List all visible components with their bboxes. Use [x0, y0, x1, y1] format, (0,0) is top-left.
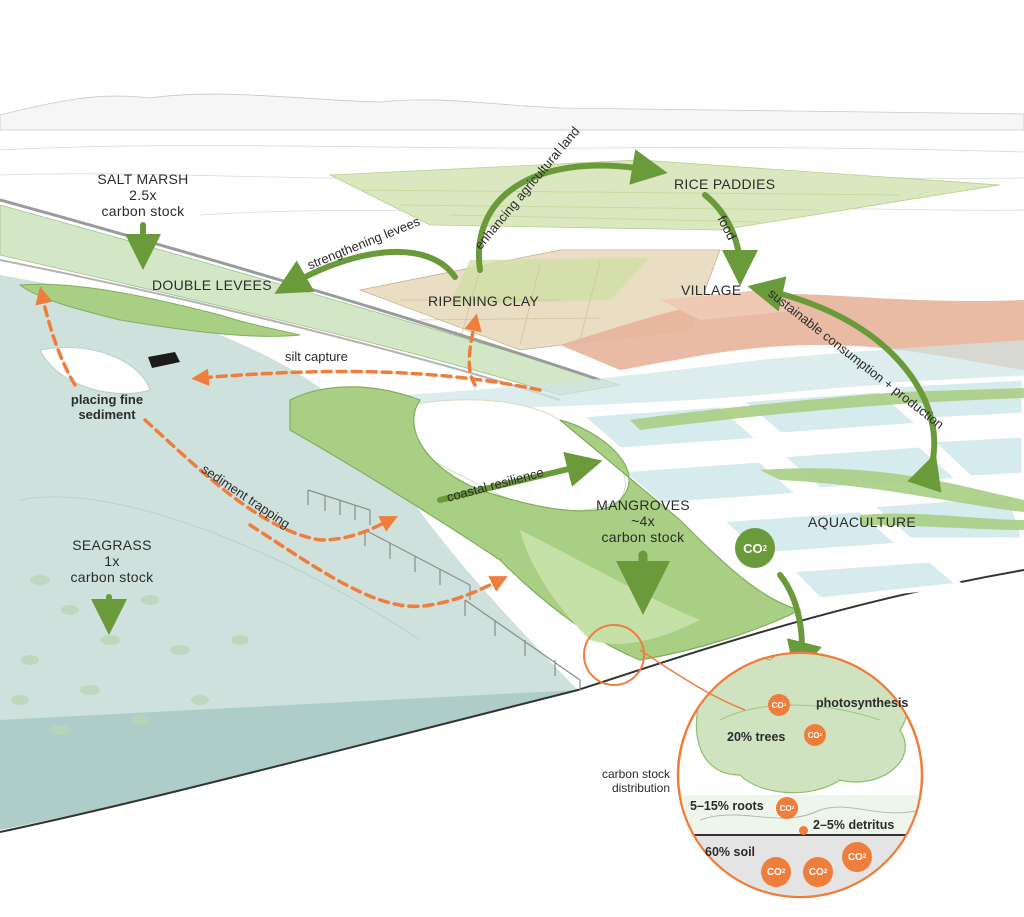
ripening-clay-label: RIPENING CLAY	[428, 293, 539, 309]
detritus-dot	[799, 826, 808, 835]
salt-marsh-spit	[18, 283, 301, 337]
salt-marsh-label: SALT MARSH 2.5x carbon stock	[97, 171, 189, 220]
photosynthesis-label: photosynthesis	[816, 696, 909, 710]
green-flow-arrows	[91, 149, 942, 678]
seagrass-label: SEAGRASS 1x carbon stock	[70, 537, 154, 586]
detritus-percent-label: 2–5% detritus	[813, 818, 895, 832]
mangroves-label: MANGROVES ~4x carbon stock	[596, 497, 690, 546]
roots-percent-label: 5–15% roots	[690, 799, 764, 813]
village-label: VILLAGE	[681, 282, 742, 298]
distant-hills	[0, 93, 1024, 131]
dredger-vessel	[148, 352, 180, 368]
rice-paddies-label: RICE PADDIES	[674, 176, 776, 192]
sediment-fences	[307, 489, 581, 690]
soil-percent-label: 60% soil	[705, 845, 756, 859]
rice-paddies-field	[328, 159, 1001, 231]
aquaculture-label: AQUACULTURE	[808, 514, 917, 530]
inset-callout-ring	[583, 624, 645, 686]
inset-tree-canopy	[695, 654, 909, 794]
seagrass-patches	[11, 575, 249, 735]
mangrove-forest	[289, 386, 802, 661]
orange-sediment-arrows	[35, 286, 542, 609]
trees-percent-label: 20% trees	[727, 730, 786, 744]
silt-capture-label: silt capture	[285, 349, 348, 364]
carbon-stock-distribution-caption: carbon stock distribution	[601, 767, 670, 795]
double-levees-label: DOUBLE LEVEES	[152, 277, 272, 293]
placing-sediment-label: placing fine sediment	[70, 392, 144, 422]
